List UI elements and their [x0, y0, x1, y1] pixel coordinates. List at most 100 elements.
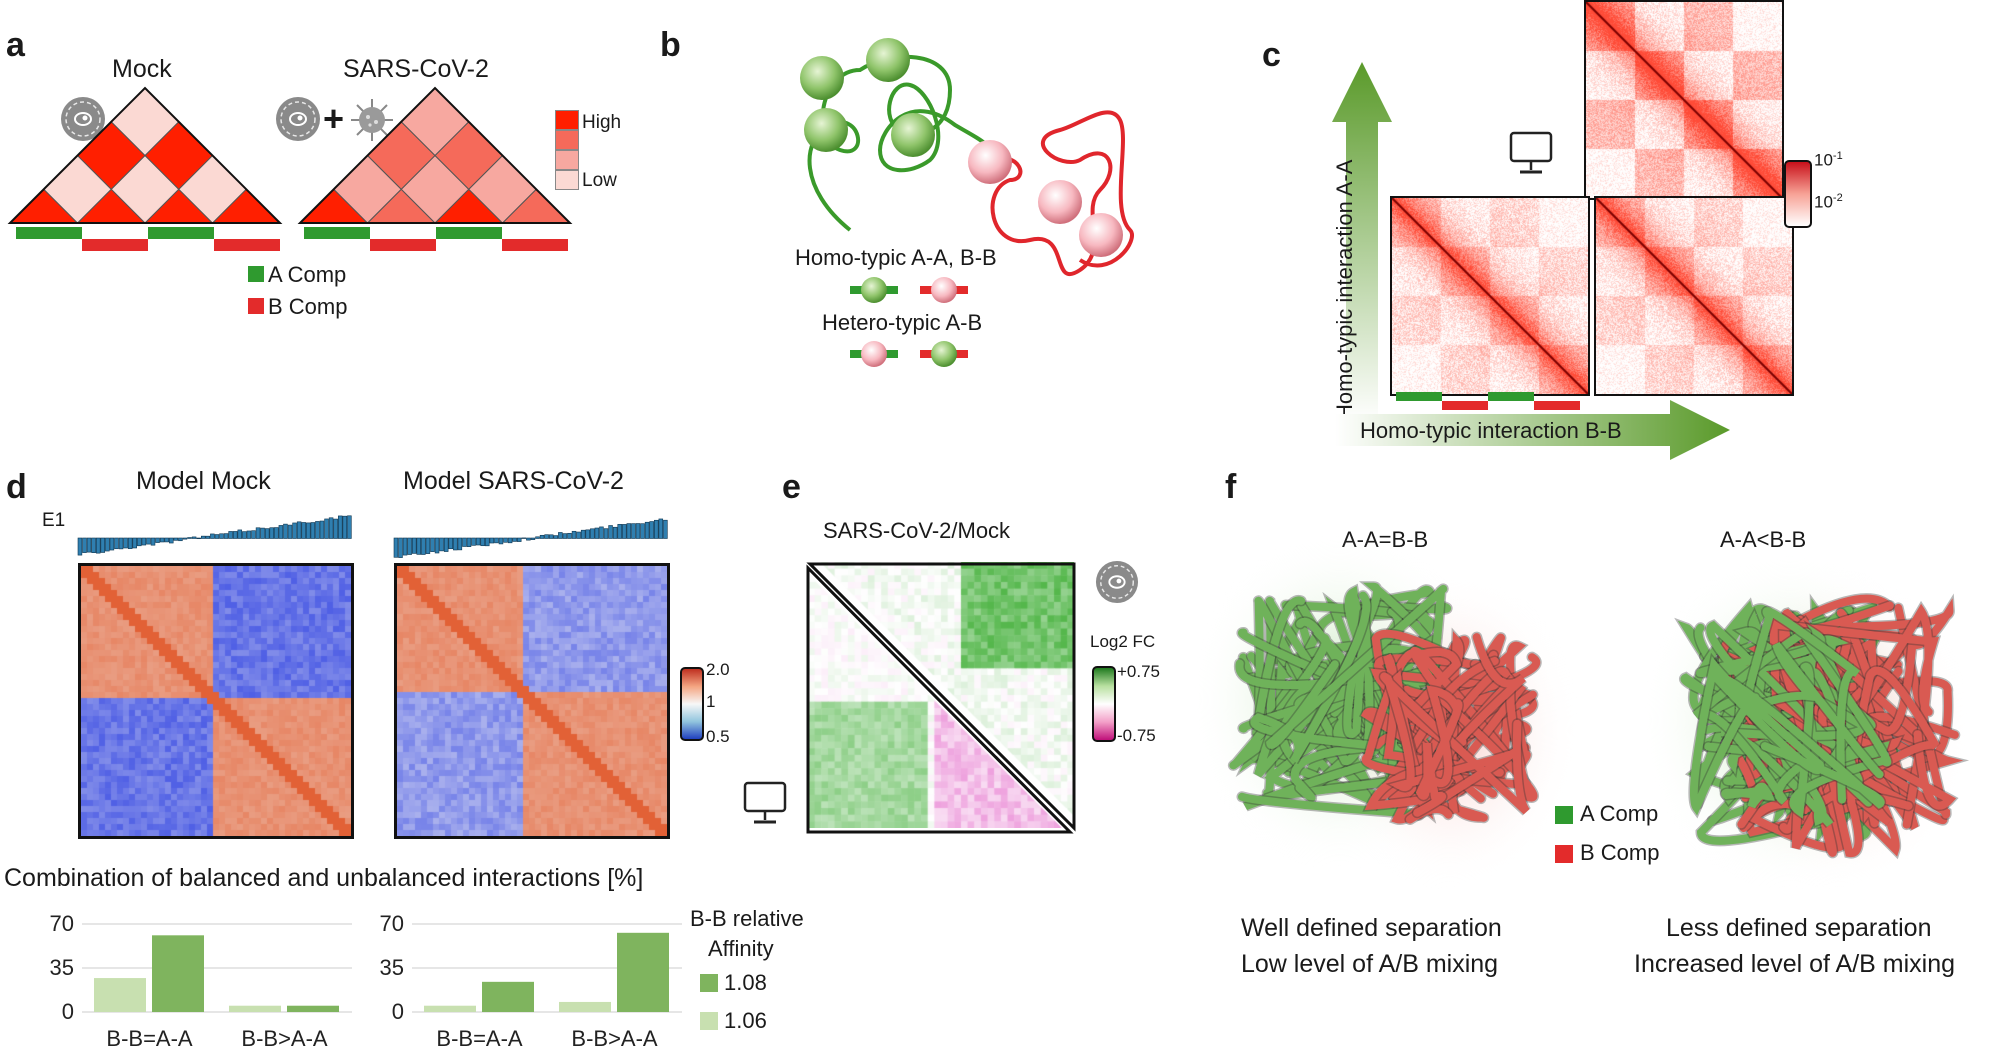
y-axis-arrow	[1332, 62, 1392, 422]
a-comp-bar	[16, 227, 82, 239]
legend-swatch-106	[700, 1012, 718, 1030]
computer-icon	[1509, 131, 1553, 174]
e1-bar	[246, 530, 252, 539]
heterotypic-legend-icons	[850, 341, 968, 367]
e1-bar	[448, 537, 453, 550]
model-sars-heatmap	[394, 563, 670, 839]
log2fc-min-label: -0.75	[1117, 726, 1156, 745]
bar	[482, 981, 534, 1012]
e1-bar	[296, 521, 302, 539]
e1-bar	[159, 537, 165, 543]
a-comp-bar	[1396, 392, 1442, 401]
sars-cov-2-title: SARS-CoV-2	[343, 55, 489, 83]
e1-bar	[242, 531, 247, 539]
legend-swatch-108	[700, 974, 718, 992]
e1-bar	[567, 532, 572, 539]
chromatin-fiber	[1692, 628, 1892, 819]
e1-bar	[462, 537, 467, 547]
x-axis-label: Homo-typic interaction B-B	[1360, 418, 1622, 443]
panel-e-label: e	[782, 468, 801, 506]
e1-bar	[466, 537, 472, 547]
y-tick-label: 0	[62, 999, 74, 1024]
bar	[229, 1005, 281, 1012]
colorbar-top-label: 10-1	[1814, 150, 1843, 170]
y-tick-label: 70	[50, 911, 74, 936]
e1-bar	[599, 526, 604, 539]
panel-a-label: a	[6, 26, 25, 64]
e1-bar	[489, 537, 495, 544]
model-mock-title: Model Mock	[136, 467, 271, 495]
e1-bar	[237, 529, 243, 539]
e1-bar	[173, 537, 179, 541]
b-comp-bar	[1534, 401, 1580, 410]
chromatin-fiber	[1361, 647, 1531, 790]
ratio-colorbar	[680, 667, 704, 741]
e1-bar	[398, 537, 403, 558]
polymer-model-diagram	[800, 38, 1134, 277]
e1-bar	[503, 537, 508, 543]
e1-bar	[319, 520, 325, 539]
e1-bar	[590, 528, 595, 539]
e1-bar	[86, 537, 92, 553]
e1-bar	[594, 527, 600, 539]
colorbar-min-label: 0.5	[706, 727, 730, 746]
mock-title: Mock	[112, 55, 172, 83]
e1-bar	[205, 535, 211, 539]
e1-bar	[342, 515, 348, 539]
e1-label: E1	[42, 510, 66, 531]
scale-high-swatch	[555, 110, 579, 130]
e1-bar	[439, 537, 444, 552]
e1-bar	[562, 533, 568, 539]
legend-label-106: 1.06	[724, 1008, 767, 1033]
e1-bar	[485, 537, 490, 547]
e1-bar	[169, 537, 174, 544]
scale-low-label: Low	[582, 170, 617, 191]
e1-bar	[653, 519, 659, 539]
x-tick-label: B-B=A-A	[436, 1026, 523, 1051]
e1-bar	[580, 529, 586, 539]
e1-bar	[644, 521, 650, 539]
e1-bar	[191, 536, 197, 539]
panel-d-label: d	[6, 468, 27, 506]
e1-bar	[123, 537, 128, 549]
e1-bar	[457, 537, 463, 551]
e1-bar	[182, 537, 188, 540]
e1-bar	[328, 517, 334, 539]
e1-bar	[324, 518, 329, 539]
colorbar-max-label: 2.0	[706, 660, 730, 679]
e1-bar	[626, 523, 632, 539]
x-axis-arrow	[1335, 400, 1730, 460]
log2fc-title: Log2 FC	[1090, 632, 1156, 651]
e1-bar	[407, 537, 412, 555]
legend-label-108: 1.08	[724, 970, 767, 995]
e1-bar	[127, 537, 133, 549]
e1-bar	[146, 537, 151, 545]
e1-bar	[649, 521, 654, 539]
e1-bar	[585, 529, 590, 539]
e1-bar	[631, 523, 636, 539]
scale-swatch	[555, 150, 579, 170]
e1-bar	[278, 525, 284, 539]
e1-bar	[430, 537, 435, 552]
e1-bar	[612, 526, 618, 539]
e1-bar	[571, 530, 577, 539]
bar	[287, 1005, 339, 1012]
model-mock-heatmap	[78, 563, 354, 839]
right-caption-line1: Less defined separation	[1666, 914, 1932, 942]
e1-bar	[393, 537, 399, 558]
e1-bar	[91, 537, 96, 553]
e1-bar	[475, 537, 481, 546]
bar	[424, 1005, 476, 1012]
colorbar-bottom-label: 10-2	[1814, 192, 1843, 212]
chromatin-model-right	[1640, 550, 1970, 890]
bar	[617, 932, 669, 1012]
e1-bar	[137, 537, 142, 547]
a-comp-bar	[304, 227, 370, 239]
scale-low-swatch	[555, 170, 579, 190]
e1-bar	[526, 537, 531, 541]
left-caption-line2: Low level of A/B mixing	[1241, 950, 1499, 978]
e1-bar	[292, 522, 297, 539]
chromatin-model-left	[1190, 530, 1580, 890]
e1-bar	[443, 537, 449, 552]
